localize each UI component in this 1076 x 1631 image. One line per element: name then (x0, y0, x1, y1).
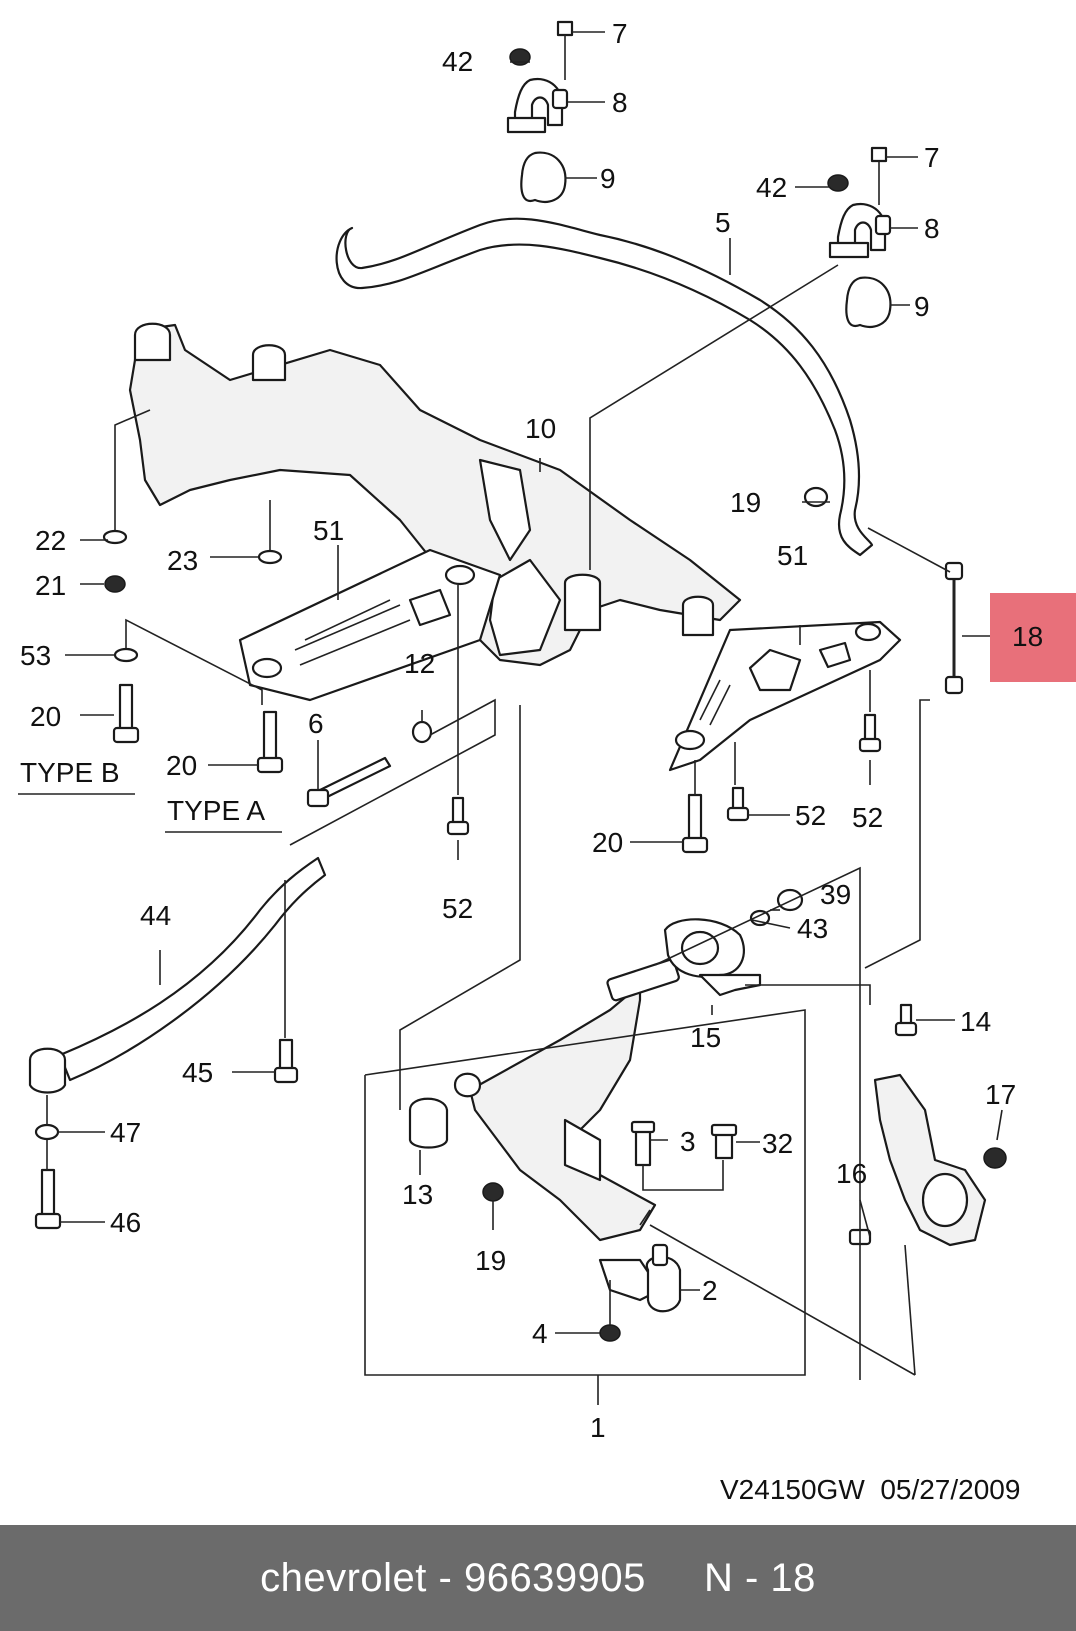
callout-42: 42 (756, 172, 787, 203)
callout-15: 15 (690, 1022, 721, 1053)
rear-bushing (663, 888, 804, 997)
callout-7: 7 (612, 18, 628, 49)
callout-44: 44 (140, 900, 171, 931)
callout-46: 46 (110, 1207, 141, 1238)
callout-32: 32 (762, 1128, 793, 1159)
type-b-label: TYPE B (20, 757, 120, 788)
tension-rod (28, 856, 327, 1094)
lower-control-arm (453, 958, 680, 1242)
drawing-code: V24150GW (720, 1474, 865, 1505)
ball-joint (598, 1243, 682, 1342)
callout-20: 20 (592, 827, 623, 858)
callout-2: 2 (702, 1275, 718, 1306)
footer-bar: chevrolet - 96639905 N - 18 (0, 1525, 1076, 1631)
highlight-box-18 (990, 593, 1076, 682)
callout-3: 3 (680, 1126, 696, 1157)
callout-53: 53 (20, 640, 51, 671)
callout-45: 45 (182, 1057, 213, 1088)
type-a-label: TYPE A (167, 795, 265, 826)
callout-52: 52 (852, 802, 883, 833)
callout-42: 42 (442, 46, 473, 77)
callout-52: 52 (442, 893, 473, 924)
callout-8: 8 (924, 213, 940, 244)
callout-8: 8 (612, 87, 628, 118)
callout-51: 51 (777, 540, 808, 571)
callout-43: 43 (797, 913, 828, 944)
callout-52: 52 (795, 800, 826, 831)
callout-9: 9 (600, 163, 616, 194)
callout-21: 21 (35, 570, 66, 601)
callout-7: 7 (924, 142, 940, 173)
callout-14: 14 (960, 1006, 991, 1037)
callout-6: 6 (308, 708, 324, 739)
stabilizer-bracket-upper (506, 20, 574, 203)
callout-39: 39 (820, 879, 851, 910)
callout-19: 19 (475, 1245, 506, 1276)
callout-17: 17 (985, 1079, 1016, 1110)
shield-right (668, 620, 902, 772)
callout-51: 51 (313, 515, 344, 546)
callout-labels: 7 42 8 9 7 42 8 9 5 10 19 18 22 21 23 51… (20, 18, 1043, 1443)
callout-9: 9 (914, 291, 930, 322)
callout-20: 20 (30, 701, 61, 732)
shield-left (238, 548, 502, 702)
callout-18: 18 (1012, 621, 1043, 652)
callout-5: 5 (715, 207, 731, 238)
fasteners (34, 529, 918, 1230)
callout-47: 47 (110, 1117, 141, 1148)
callout-10: 10 (525, 413, 556, 444)
front-bushing (408, 1097, 449, 1149)
callout-13: 13 (402, 1179, 433, 1210)
callout-20: 20 (166, 750, 197, 781)
callout-4: 4 (532, 1318, 548, 1349)
footer-text: chevrolet - 96639905 N - 18 (260, 1555, 816, 1600)
leader-lines (46, 31, 1003, 1405)
stabilizer-bracket-right (827, 146, 892, 328)
steering-knuckle (848, 1073, 1007, 1247)
stabilizer-bar (335, 217, 874, 557)
callout-19: 19 (730, 487, 761, 518)
callout-12: 12 (404, 648, 435, 679)
drawing-stamp: V24150GW 05/27/2009 (720, 1474, 1020, 1506)
callout-22: 22 (35, 525, 66, 556)
callout-1: 1 (590, 1412, 606, 1443)
drawing-date: 05/27/2009 (880, 1474, 1021, 1505)
callout-16: 16 (836, 1158, 867, 1189)
crossmember (128, 322, 742, 667)
callout-23: 23 (167, 545, 198, 576)
